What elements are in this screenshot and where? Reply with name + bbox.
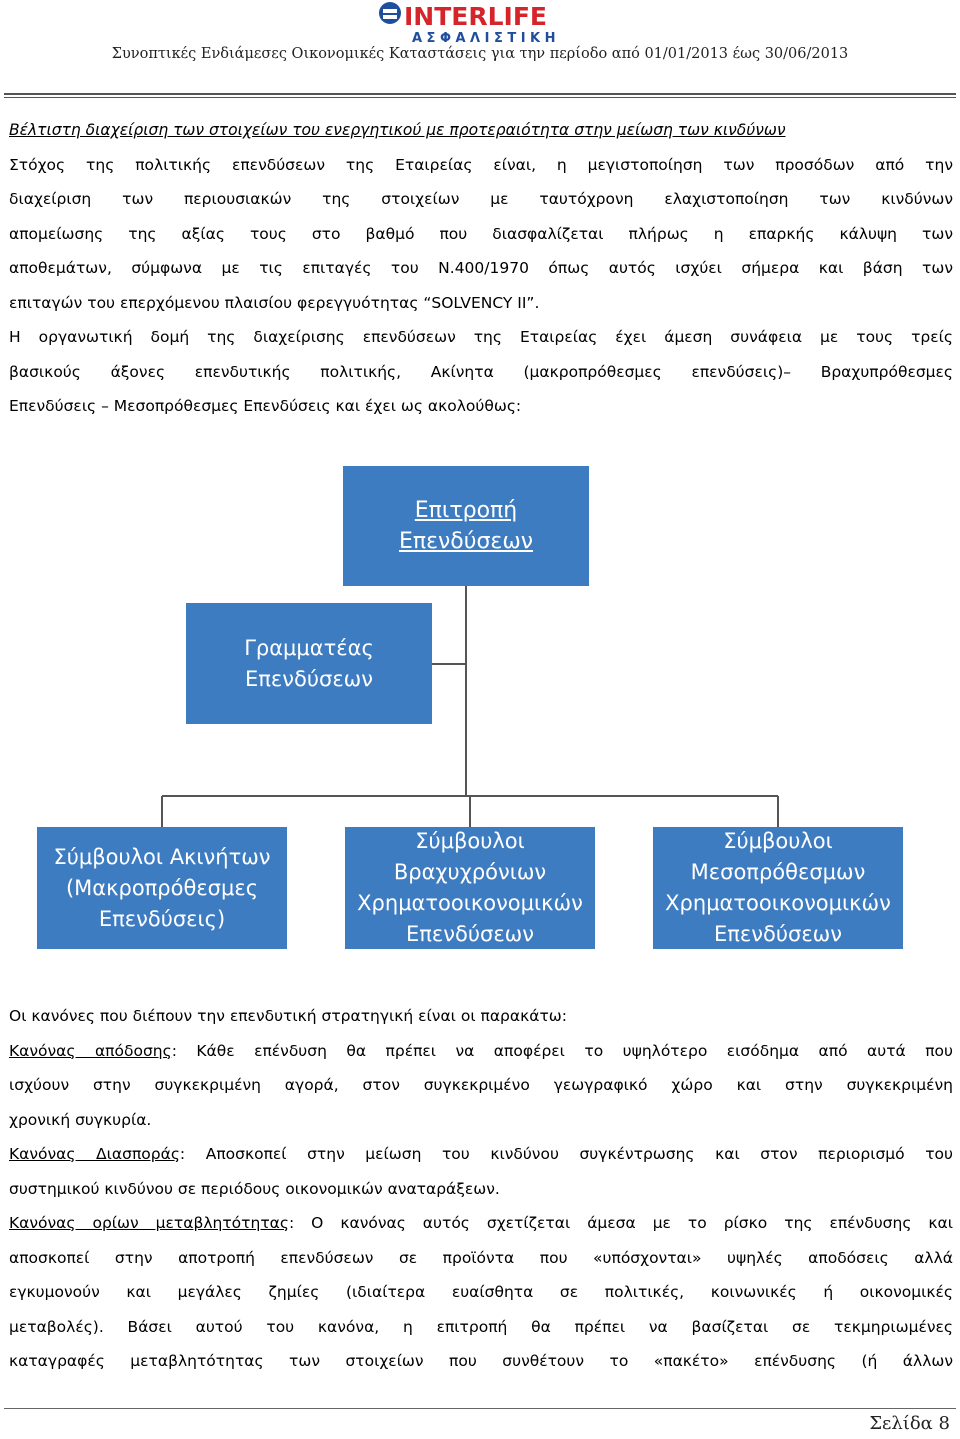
- org-box-line: (Μακροπρόθεσμες: [65, 875, 259, 900]
- org-box-line: Γραμματέας: [244, 635, 374, 660]
- rule-line: χρονική συγκυρία.: [9, 1110, 152, 1129]
- rule-text: : Κάθε επένδυση θα πρέπει να αποφέρει το…: [171, 1041, 953, 1060]
- org-box-real-estate-advisors: Σύμβουλοι Ακινήτων (Μακροπρόθεσμες Επενδ…: [37, 827, 287, 949]
- rule-name: Κανόνας Διασποράς: [9, 1145, 180, 1163]
- org-box-line: Επενδύσεων: [714, 922, 842, 946]
- logo-brand-subtext: ΑΣΦΑΛΙΣΤΙΚΗ: [412, 31, 560, 44]
- header-divider-thin: [4, 97, 956, 98]
- footer-divider: [4, 1408, 956, 1409]
- rule-line: Κανόνας ορίων μεταβλητότητας: Ο κανόνας …: [9, 1206, 953, 1241]
- org-box-short-term-advisors: Σύμβουλοι Βραχυχρόνιων Χρηματοοικονομικώ…: [345, 827, 595, 949]
- org-chart: Επιτροπή Επενδύσεων Γραμματέας Επενδύσεω…: [0, 466, 960, 950]
- org-chart-connectors: [161, 586, 779, 827]
- rule-line: μεταβολές). Βάσει αυτού του κανόνα, η επ…: [9, 1317, 953, 1336]
- rule-text: : Ο κανόνας αυτός σχετίζεται άμεσα με το…: [288, 1214, 953, 1232]
- rule-line: ισχύουν στην συγκεκριμένη αγορά, στον συ…: [9, 1076, 953, 1094]
- org-box-line: Επιτροπή: [414, 498, 518, 523]
- org-box-investment-committee: Επιτροπή Επενδύσεων: [343, 466, 589, 586]
- rule-text: : Αποσκοπεί στην μείωση του κινδύνου συγ…: [179, 1145, 953, 1163]
- org-box-line: Σύμβουλοι: [723, 829, 833, 853]
- org-box-line: Σύμβουλοι: [415, 829, 525, 853]
- interlife-logo: INTERLIFE ΑΣΦΑΛΙΣΤΙΚΗ: [374, 0, 596, 44]
- logo-brand-text: INTERLIFE: [404, 2, 547, 31]
- rule-line: εγκυμονούν και μεγάλες ζημίες (ιδιαίτερα…: [9, 1283, 953, 1301]
- page-number: Σελίδα 8: [869, 1413, 950, 1434]
- interlife-logo-graphic: INTERLIFE ΑΣΦΑΛΙΣΤΙΚΗ: [379, 2, 560, 44]
- org-box-medium-term-advisors: Σύμβουλοι Μεσοπρόθεσμων Χρηματοοικονομικ…: [653, 827, 903, 949]
- paragraph1-line: Στόχος της πολιτικής επενδύσεων της Εται…: [9, 155, 953, 174]
- rule-name: Κανόνας ορίων μεταβλητότητας: [9, 1214, 289, 1232]
- paragraph1-line: επιταγών του επερχόμενου πλαισίου φερεγγ…: [9, 293, 540, 312]
- rule-line: Κανόνας απόδοσης: Κάθε επένδυση θα πρέπε…: [9, 1034, 953, 1069]
- org-box-line: Επενδύσεων: [398, 529, 534, 554]
- paragraph1-line: απομείωσης της αξίας τους στο βαθμό που …: [9, 224, 953, 243]
- intro-section: Βέλτιστη διαχείριση των στοιχείων του εν…: [9, 113, 953, 424]
- header-divider: [4, 93, 956, 95]
- org-box-line: Χρηματοοικονομικών: [357, 891, 583, 915]
- paragraph1-line: διαχείριση των περιουσιακών της στοιχείω…: [9, 190, 953, 208]
- rule-line: καταγραφές μεταβλητότητας των στοιχείων …: [9, 1352, 953, 1370]
- org-box-investment-secretary: Γραμματέας Επενδύσεων: [186, 603, 432, 724]
- org-box-line: Χρηματοοικονομικών: [665, 891, 891, 915]
- page-header: INTERLIFE ΑΣΦΑΛΙΣΤΙΚΗ Συνοπτικές Ενδιάμε…: [0, 0, 960, 98]
- rule-line: αποσκοπεί στην αποτροπή επενδύσεων σε πρ…: [9, 1248, 953, 1267]
- org-box-line: Μεσοπρόθεσμων: [690, 860, 866, 884]
- org-box-line: Βραχυχρόνιων: [393, 860, 547, 884]
- org-box-line: Επενδύσεων: [245, 666, 373, 691]
- rules-intro: Οι κανόνες που διέπουν την επενδυτική στ…: [9, 1007, 567, 1025]
- rule-line: συστημικού κινδύνου σε περιόδους οικονομ…: [9, 1179, 500, 1198]
- paragraph2-line: Επενδύσεις – Μεσοπρόθεσμες Επενδύσεις κα…: [9, 397, 522, 415]
- rule-line: Κανόνας Διασποράς: Αποσκοπεί στην μείωση…: [9, 1137, 953, 1172]
- rule-name: Κανόνας απόδοσης: [9, 1041, 172, 1060]
- rules-section: Οι κανόνες που διέπουν την επενδυτική στ…: [9, 999, 953, 1379]
- paragraph1-line: αποθεμάτων, σύμφωνα με τις επιταγές του …: [9, 259, 953, 277]
- report-subtitle: Συνοπτικές Ενδιάμεσες Οικονομικές Καταστ…: [111, 46, 849, 62]
- org-box-line: Επενδύσεις): [98, 906, 226, 931]
- paragraph2-line: Η οργανωτική δομή της διαχείρισης επενδύ…: [9, 328, 953, 346]
- org-box-line: Επενδύσεων: [406, 922, 534, 946]
- org-box-line: Σύμβουλοι Ακινήτων: [53, 844, 271, 869]
- section-title: Βέλτιστη διαχείριση των στοιχείων του εν…: [9, 121, 786, 139]
- paragraph2-line: βασικούς άξονες επενδυτικής πολιτικής, Α…: [9, 362, 953, 381]
